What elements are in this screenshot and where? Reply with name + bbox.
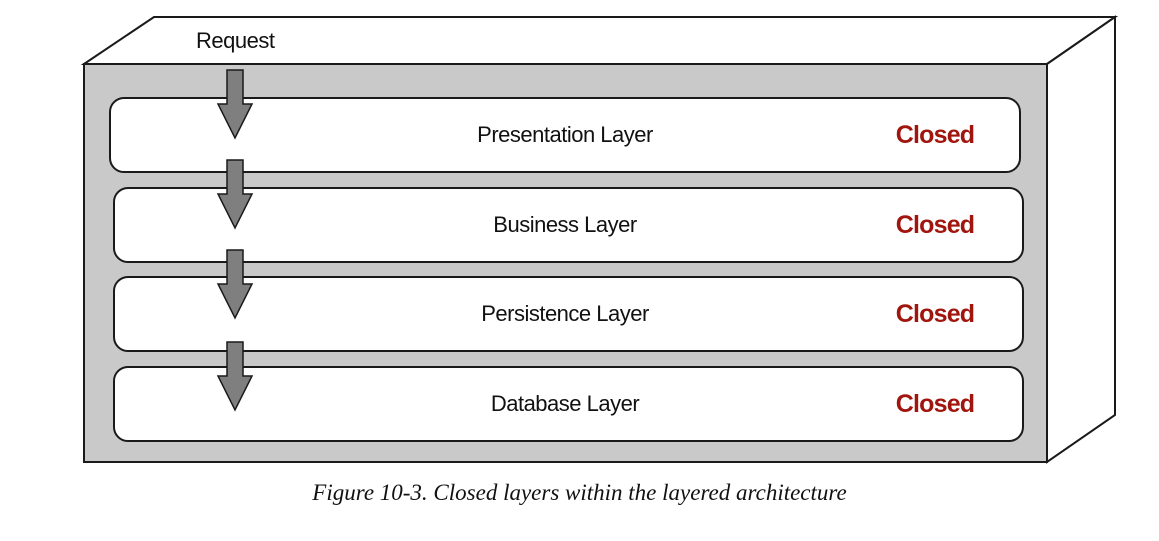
layer-box-business	[113, 187, 1024, 263]
layer-box-persistence	[113, 276, 1024, 352]
layer-box-database	[113, 366, 1024, 442]
container-side-face	[1046, 15, 1116, 464]
layer-status-database: Closed	[895, 390, 975, 418]
request-arrow-icon	[216, 159, 254, 230]
layer-name-persistence: Persistence Layer	[481, 301, 649, 326]
layer-status-business: Closed	[895, 211, 975, 239]
request-label: Request	[196, 28, 275, 53]
request-arrow-icon	[216, 69, 254, 140]
layer-name-presentation: Presentation Layer	[477, 122, 653, 147]
layer-status-presentation: Closed	[895, 121, 975, 149]
layer-name-business: Business Layer	[493, 212, 637, 237]
figure-caption: Figure 10-3. Closed layers within the la…	[312, 480, 847, 505]
layer-status-persistence: Closed	[895, 300, 975, 328]
request-arrow-icon	[216, 249, 254, 320]
layer-name-database: Database Layer	[490, 391, 640, 416]
request-arrow-icon	[216, 341, 254, 412]
layer-box-presentation	[109, 97, 1021, 173]
